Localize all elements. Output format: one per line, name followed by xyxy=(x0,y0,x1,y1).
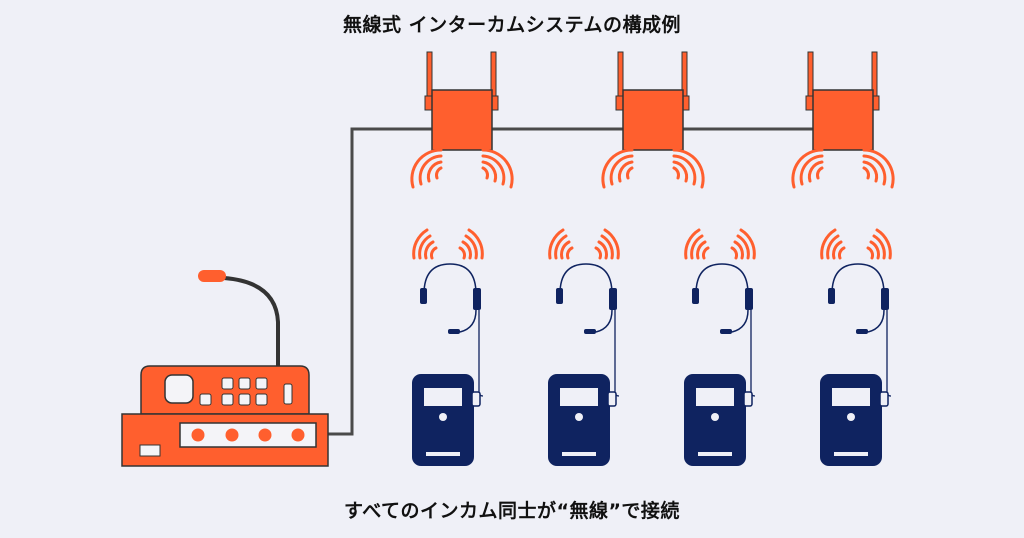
console-button xyxy=(238,393,251,406)
terminal-button xyxy=(439,413,447,421)
terminal-speaker-slot xyxy=(834,452,868,456)
terminal-clip xyxy=(607,391,617,407)
terminal-display xyxy=(424,388,462,406)
terminal-speaker-slot xyxy=(698,452,732,456)
connection-cable xyxy=(328,127,870,436)
console-button xyxy=(221,393,234,406)
console-button xyxy=(255,377,268,390)
base-station xyxy=(121,270,329,467)
terminal-clip xyxy=(743,391,753,407)
radio-wave-icon xyxy=(684,228,710,260)
terminal-button xyxy=(711,413,719,421)
radio-wave-icon xyxy=(791,148,824,189)
terminal-display xyxy=(832,388,870,406)
indicator-light xyxy=(191,428,205,442)
terminal-button xyxy=(847,413,855,421)
console-switch xyxy=(283,383,293,405)
console-button xyxy=(199,393,212,406)
radio-wave-icon xyxy=(820,228,846,260)
radio-wave-icon xyxy=(672,148,705,189)
radio-wave-icon xyxy=(730,228,756,260)
terminal-display xyxy=(560,388,598,406)
indicator-light xyxy=(258,428,272,442)
terminal-button xyxy=(575,413,583,421)
radio-wave-icon xyxy=(601,148,634,189)
radio-wave-icon xyxy=(548,228,574,260)
microphone-head-icon xyxy=(198,270,226,282)
wireless-terminal-3 xyxy=(684,228,756,466)
wireless-antenna-3 xyxy=(791,51,895,189)
radio-wave-icon xyxy=(458,228,484,260)
console-button xyxy=(221,377,234,390)
radio-wave-icon xyxy=(862,148,895,189)
antenna-body xyxy=(812,89,874,151)
headset-icon xyxy=(556,263,620,397)
wireless-terminal-1 xyxy=(412,228,484,466)
microphone-gooseneck xyxy=(223,276,280,366)
console-display xyxy=(164,374,194,404)
terminal-clip xyxy=(471,391,481,407)
wireless-antenna-1 xyxy=(410,51,514,189)
terminal-speaker-slot xyxy=(562,452,596,456)
radio-wave-icon xyxy=(481,148,514,189)
indicator-light xyxy=(291,428,305,442)
radio-wave-icon xyxy=(412,228,438,260)
wireless-antenna-2 xyxy=(601,51,705,189)
antenna-body xyxy=(431,89,493,151)
diagram-caption: すべてのインカム同士が“無線”で接続 xyxy=(344,500,680,522)
wireless-terminal-2 xyxy=(548,228,620,466)
terminal-display xyxy=(696,388,734,406)
console-button xyxy=(238,377,251,390)
antenna-body xyxy=(622,89,684,151)
console-button xyxy=(255,393,268,406)
terminal-speaker-slot xyxy=(426,452,460,456)
indicator-light xyxy=(225,428,239,442)
radio-wave-icon xyxy=(866,228,892,260)
radio-wave-icon xyxy=(594,228,620,260)
radio-wave-icon xyxy=(410,148,443,189)
console-label-slot xyxy=(139,444,161,457)
wireless-terminal-4 xyxy=(820,228,892,466)
diagram-title: 無線式 インターカムシステムの構成例 xyxy=(342,14,682,36)
terminal-clip xyxy=(879,391,889,407)
